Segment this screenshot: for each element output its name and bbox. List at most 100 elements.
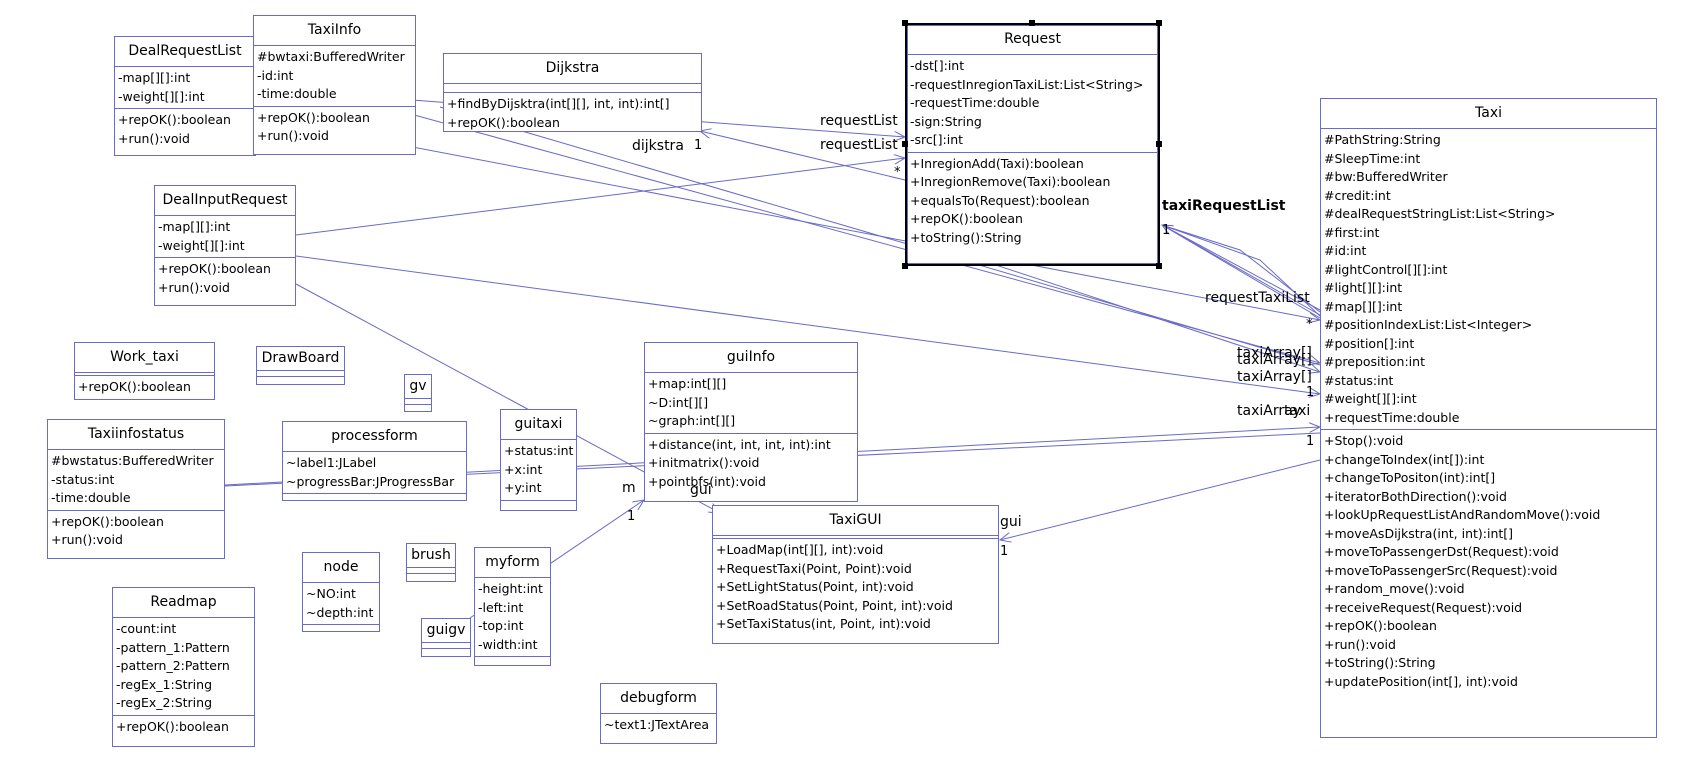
class-taxi[interactable]: Taxi #PathString:String #SleepTime:int #… [1320, 98, 1657, 738]
class-brush[interactable]: brush [406, 543, 456, 582]
attribute: ~label1:JLabel [286, 455, 377, 470]
attribute: #dealRequestStringList:List<String> [1324, 206, 1556, 221]
attribute: -time:double [257, 86, 337, 101]
class-processform[interactable]: processform ~label1:JLabel ~progressBar:… [282, 421, 467, 501]
operation: +repOK():boolean [910, 211, 1023, 226]
operations-section [501, 501, 576, 509]
class-name: DealInputRequest [155, 186, 295, 216]
operation: +run():void [118, 130, 190, 146]
attribute: -dst[]:int [910, 58, 965, 73]
resize-handle-sw[interactable] [902, 263, 908, 269]
operations-section [405, 405, 431, 410]
class-work-taxi[interactable]: Work_taxi +repOK():boolean [74, 342, 215, 400]
assoc-label-taxi: taxi [1284, 403, 1311, 419]
class-gv[interactable]: gv [404, 374, 432, 412]
operation: +moveToPassengerDst(Request):void [1324, 544, 1559, 559]
class-dealrequestlist[interactable]: DealRequestList -map[][]:int -weight[][]… [114, 36, 256, 156]
operation: +SetRoadStatus(Point, Point, int):void [716, 597, 953, 613]
multiplicity: 1 [1306, 385, 1315, 400]
class-guiinfo[interactable]: guiInfo +map:int[][] ~D:int[][] ~graph:i… [644, 342, 858, 502]
class-debugform[interactable]: debugform ~text1:JTextArea [600, 683, 717, 744]
operations-section: +repOK():boolean +run():void [155, 258, 295, 299]
operation: +updatePosition(int[], int):void [1324, 673, 1518, 689]
class-request[interactable]: Request -dst[]:int -requestInregionTaxiL… [905, 23, 1160, 266]
assoc-label-taxiarray: taxiArray[] [1237, 345, 1312, 361]
attribute: -time:double [51, 490, 131, 505]
operations-section: +distance(int, int, int, int):int +initm… [645, 434, 857, 494]
class-name: Request [907, 25, 1158, 55]
class-taxigui[interactable]: TaxiGUI +LoadMap(int[][], int):void +Req… [712, 505, 999, 644]
multiplicity: 1 [1162, 223, 1171, 238]
attribute: ~NO:int [306, 586, 356, 601]
class-name: DealRequestList [115, 37, 255, 67]
operations-section [257, 377, 344, 382]
class-dealinputrequest[interactable]: DealInputRequest -map[][]:int -weight[][… [154, 185, 296, 306]
class-name: gv [405, 375, 431, 399]
class-node[interactable]: node ~NO:int ~depth:int [302, 552, 380, 632]
attributes-section: ~label1:JLabel ~progressBar:JProgressBar [283, 452, 466, 494]
attributes-section [407, 568, 455, 574]
operations-section [475, 657, 550, 665]
operation: +run():void [158, 279, 230, 295]
class-dijkstra[interactable]: Dijkstra +findByDijsktra(int[][], int, i… [443, 53, 702, 132]
attributes-section [713, 536, 998, 539]
resize-handle-se[interactable] [1156, 263, 1162, 269]
class-drawboard[interactable]: DrawBoard [256, 346, 345, 385]
operation: +Stop():void [1324, 433, 1404, 448]
operation: +repOK():boolean [78, 379, 191, 394]
attributes-section: +status:int +x:int +y:int [501, 440, 576, 501]
operation: +run():void [51, 532, 123, 547]
assoc-label-requesttaxilist: requestTaxiList [1205, 290, 1310, 306]
attributes-section: +map:int[][] ~D:int[][] ~graph:int[][] [645, 373, 857, 434]
operation: +moveAsDijkstra(int, int):int[] [1324, 525, 1514, 541]
operation: +findByDijsktra(int[][], int, int):int[] [447, 96, 670, 111]
assoc-label-gui: gui [690, 482, 712, 498]
resize-handle-w[interactable] [902, 141, 908, 147]
attribute: -map[][]:int [118, 70, 191, 85]
attributes-section: -count:int -pattern_1:Pattern -pattern_2… [113, 618, 254, 716]
resize-handle-e[interactable] [1156, 141, 1162, 147]
resize-handle-n[interactable] [1029, 20, 1035, 26]
operation: +InregionAdd(Taxi):boolean [910, 155, 1084, 171]
attribute: +requestTime:double [1324, 409, 1460, 425]
operations-section: +repOK():boolean +run():void [48, 511, 224, 552]
class-guitaxi[interactable]: guitaxi +status:int +x:int +y:int [500, 409, 577, 511]
operation: +run():void [1324, 636, 1396, 652]
operation: +changeToPositon(int):int[] [1324, 470, 1496, 485]
resize-handle-nw[interactable] [902, 20, 908, 26]
attributes-section: #bwtaxi:BufferedWriter -id:int -time:dou… [254, 46, 415, 107]
multiplicity: 1 [1000, 544, 1009, 559]
class-guigv[interactable]: guigv [421, 618, 471, 657]
class-readmap[interactable]: Readmap -count:int -pattern_1:Pattern -p… [112, 587, 255, 747]
attribute: +status:int [504, 443, 574, 458]
assoc-label-m: m [622, 480, 636, 496]
attribute: -map[][]:int [158, 219, 231, 234]
operation: +equalsTo(Request):boolean [910, 192, 1090, 208]
attribute: -status:int [51, 471, 115, 487]
class-myform[interactable]: myform -height:int -left:int -top:int -w… [474, 547, 551, 666]
attribute: #preposition:int [1324, 354, 1425, 369]
class-name: Dijkstra [444, 54, 701, 84]
assoc-label-taxirequestlist: taxiRequestList [1162, 198, 1286, 214]
attribute: #weight[][]:int [1324, 391, 1417, 406]
attribute: -requestTime:double [910, 95, 1040, 110]
class-name: Work_taxi [75, 343, 214, 373]
assoc-label-taxiarray: taxiArray[] [1237, 352, 1312, 368]
attributes-section: ~NO:int ~depth:int [303, 583, 379, 625]
attribute: -top:int [478, 618, 524, 633]
class-name: processform [283, 422, 466, 452]
class-taxiinfostatus[interactable]: Taxiinfostatus #bwstatus:BufferedWriter … [47, 419, 225, 559]
attribute: #first:int [1324, 224, 1380, 240]
operation: +lookUpRequestListAndRandomMove():void [1324, 507, 1601, 522]
resize-handle-ne[interactable] [1156, 20, 1162, 26]
attribute: #lightControl[][]:int [1324, 261, 1448, 277]
operation: +repOK():boolean [51, 513, 164, 529]
operation: +moveToPassengerSrc(Request):void [1324, 562, 1558, 578]
class-taxiinfo[interactable]: TaxiInfo #bwtaxi:BufferedWriter -id:int … [253, 15, 416, 155]
operations-section: +InregionAdd(Taxi):boolean +InregionRemo… [907, 153, 1158, 250]
attribute: #bw:BufferedWriter [1324, 169, 1448, 184]
class-name: guiInfo [645, 343, 857, 373]
operations-section: +Stop():void +changeToIndex(int[]):int +… [1321, 430, 1656, 693]
operation: +InregionRemove(Taxi):boolean [910, 174, 1111, 189]
operations-section: +repOK():boolean [113, 716, 254, 739]
